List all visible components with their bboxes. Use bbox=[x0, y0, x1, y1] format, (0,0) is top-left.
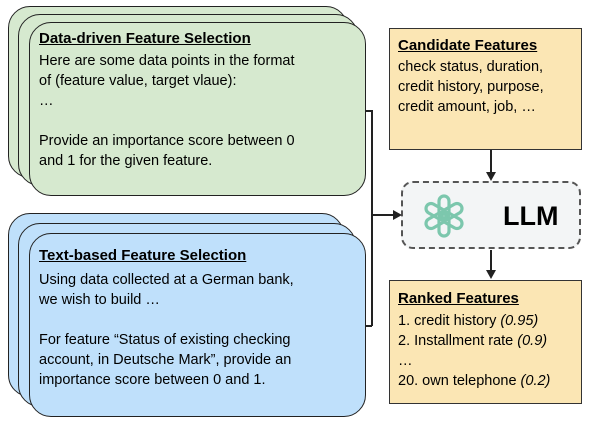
data-driven-line: and 1 for the given feature. bbox=[39, 153, 213, 169]
arrow-down-icon bbox=[486, 172, 496, 181]
data-driven-line: Provide an importance score between 0 bbox=[39, 133, 295, 149]
arrow-right-icon bbox=[393, 210, 402, 220]
connector-top-horizontal bbox=[366, 110, 372, 112]
candidate-feature-line: credit amount, job, … bbox=[398, 99, 536, 115]
ranked-feature-item: 1. credit history (0.95) bbox=[398, 313, 539, 329]
text-based-line: For feature “Status of existing checking bbox=[39, 332, 291, 348]
text-based-line: importance score between 0 and 1. bbox=[39, 372, 266, 388]
connector-to-llm bbox=[371, 214, 395, 216]
data-driven-line: Here are some data points in the format bbox=[39, 53, 295, 69]
llm-box: LLM bbox=[401, 181, 581, 249]
connector-vertical bbox=[371, 110, 373, 326]
connector-bottom-horizontal bbox=[366, 325, 372, 327]
connector-candidate-to-llm bbox=[490, 150, 492, 174]
arrow-down-icon bbox=[486, 270, 496, 279]
data-driven-body: Here are some data points in the format … bbox=[39, 51, 295, 171]
text-based-title: Text-based Feature Selection bbox=[39, 247, 247, 264]
data-driven-spacer bbox=[39, 111, 295, 131]
ranked-features-box: Ranked Features 1. credit history (0.95)… bbox=[389, 280, 582, 404]
candidate-features-title: Candidate Features bbox=[398, 37, 538, 54]
ranked-features-title: Ranked Features bbox=[398, 290, 519, 307]
candidate-feature-line: check status, duration, bbox=[398, 59, 544, 75]
data-driven-line: of (feature value, target vlaue): bbox=[39, 73, 237, 89]
candidate-features-box: Candidate Features check status, duratio… bbox=[389, 28, 582, 150]
text-based-card: Text-based Feature Selection Using data … bbox=[29, 233, 366, 417]
data-driven-line: … bbox=[39, 93, 54, 109]
text-based-line: account, in Deutsche Mark”, provide an bbox=[39, 352, 292, 368]
ranked-feature-item: 20. own telephone (0.2) bbox=[398, 373, 551, 389]
text-based-line: we wish to build … bbox=[39, 292, 160, 308]
text-based-spacer bbox=[39, 310, 294, 330]
ranked-features-list: 1. credit history (0.95) 2. Installment … bbox=[398, 311, 550, 391]
ranked-feature-item: 2. Installment rate (0.9) bbox=[398, 333, 548, 349]
connector-llm-to-ranked bbox=[490, 250, 492, 272]
text-based-body: Using data collected at a German bank, w… bbox=[39, 270, 294, 390]
data-driven-card: Data-driven Feature Selection Here are s… bbox=[29, 22, 366, 196]
text-based-line: Using data collected at a German bank, bbox=[39, 272, 294, 288]
openai-logo-icon bbox=[424, 194, 464, 238]
llm-label: LLM bbox=[503, 201, 559, 231]
ranked-feature-item: … bbox=[398, 353, 413, 369]
candidate-features-body: check status, duration, credit history, … bbox=[398, 57, 544, 117]
data-driven-title: Data-driven Feature Selection bbox=[39, 30, 251, 47]
candidate-feature-line: credit history, purpose, bbox=[398, 79, 544, 95]
